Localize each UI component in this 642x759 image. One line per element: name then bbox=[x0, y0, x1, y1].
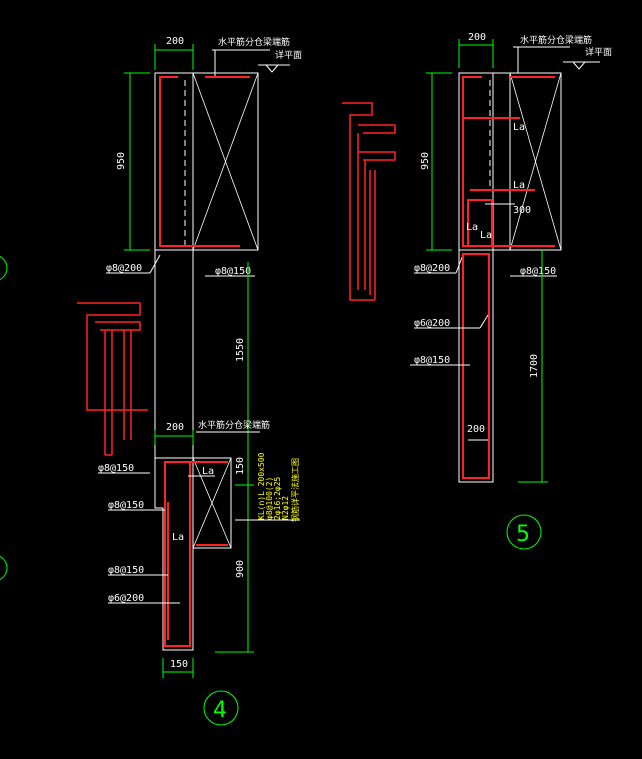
d5-detail-circle bbox=[506, 514, 542, 550]
d4-dim-mid-top: 200 bbox=[166, 422, 184, 433]
d4-dim-1550: 1550 bbox=[235, 338, 246, 362]
d4-note-mid: 水平筋分仓梁端筋 bbox=[198, 419, 270, 431]
svg-text:钢筋详平法施工图: 钢筋详平法施工图 bbox=[290, 458, 300, 522]
svg-text:N2φ12: N2φ12 bbox=[281, 496, 290, 520]
d5-note-top: 水平筋分仓梁端筋 bbox=[520, 34, 592, 46]
d4-label-d: φ6@200 bbox=[108, 593, 144, 604]
d5-elev-text: 详平面 bbox=[585, 46, 612, 58]
d5-rebar-sketch bbox=[342, 102, 396, 301]
d4-dim-150: 150 bbox=[235, 457, 246, 475]
d4-label-a: φ8@150 bbox=[98, 463, 134, 474]
d5-detail-number: 5 bbox=[516, 522, 530, 547]
edge-grid-bubble-1 bbox=[0, 255, 8, 281]
d4-dim-900: 900 bbox=[235, 560, 246, 578]
detail-5: 200 水平筋分仓梁端筋 详平面 950 La La bbox=[342, 32, 612, 550]
d4-detail-number: 4 bbox=[213, 698, 227, 723]
d4-note-top: 水平筋分仓梁端筋 bbox=[218, 36, 290, 48]
d4-dim-top: 200 bbox=[166, 36, 184, 47]
d4-label-right-rebar: φ8@150 bbox=[215, 266, 251, 277]
d5-dim-300: 300 bbox=[513, 205, 531, 216]
d5-dim-top: 200 bbox=[468, 32, 486, 43]
d4-la-2: La bbox=[172, 532, 184, 543]
d4-elev-mark bbox=[258, 64, 290, 73]
svg-text:KL(n)L 200x500: KL(n)L 200x500 bbox=[257, 452, 266, 520]
d5-label-stirrup-1: φ6@200 bbox=[414, 318, 450, 329]
d4-label-left-rebar: φ8@200 bbox=[106, 263, 142, 274]
d5-la-2: La bbox=[513, 180, 525, 191]
svg-text:φ8@100(2): φ8@100(2) bbox=[265, 477, 274, 520]
d4-top-dimension bbox=[154, 44, 194, 70]
d5-label-stirrup-2: φ8@150 bbox=[414, 355, 450, 366]
detail-4: 200 水平筋分仓梁端筋 详平面 950 φ8@200 bbox=[77, 36, 302, 726]
d5-dim-950: 950 bbox=[420, 152, 431, 170]
d4-elev-text: 详平面 bbox=[275, 49, 302, 61]
d5-la-4: La bbox=[480, 230, 492, 241]
d4-rebar-sketch bbox=[77, 302, 148, 456]
d4-label-c: φ8@150 bbox=[108, 565, 144, 576]
d4-label-b: φ8@150 bbox=[108, 500, 144, 511]
d4-detail-circle bbox=[203, 690, 239, 726]
d5-label-right-rebar: φ8@150 bbox=[520, 266, 556, 277]
svg-text:2φ16;2φ25: 2φ16;2φ25 bbox=[273, 476, 282, 520]
d5-la-1: La bbox=[513, 122, 525, 133]
d4-dim-950: 950 bbox=[116, 152, 127, 170]
d4-dim-bottom: 150 bbox=[170, 659, 188, 670]
d5-dim-bottom: 200 bbox=[467, 424, 485, 435]
edge-grid-bubble-2 bbox=[0, 555, 8, 581]
d5-dim-1700: 1700 bbox=[529, 354, 540, 378]
d5-label-left-rebar: φ8@200 bbox=[414, 263, 450, 274]
d4-la-1: La bbox=[202, 466, 214, 477]
d5-la-3: La bbox=[466, 222, 478, 233]
d4-yellow-note: KL(n)L 200x500 φ8@100(2) 2φ16;2φ25 N2φ12… bbox=[257, 452, 300, 522]
